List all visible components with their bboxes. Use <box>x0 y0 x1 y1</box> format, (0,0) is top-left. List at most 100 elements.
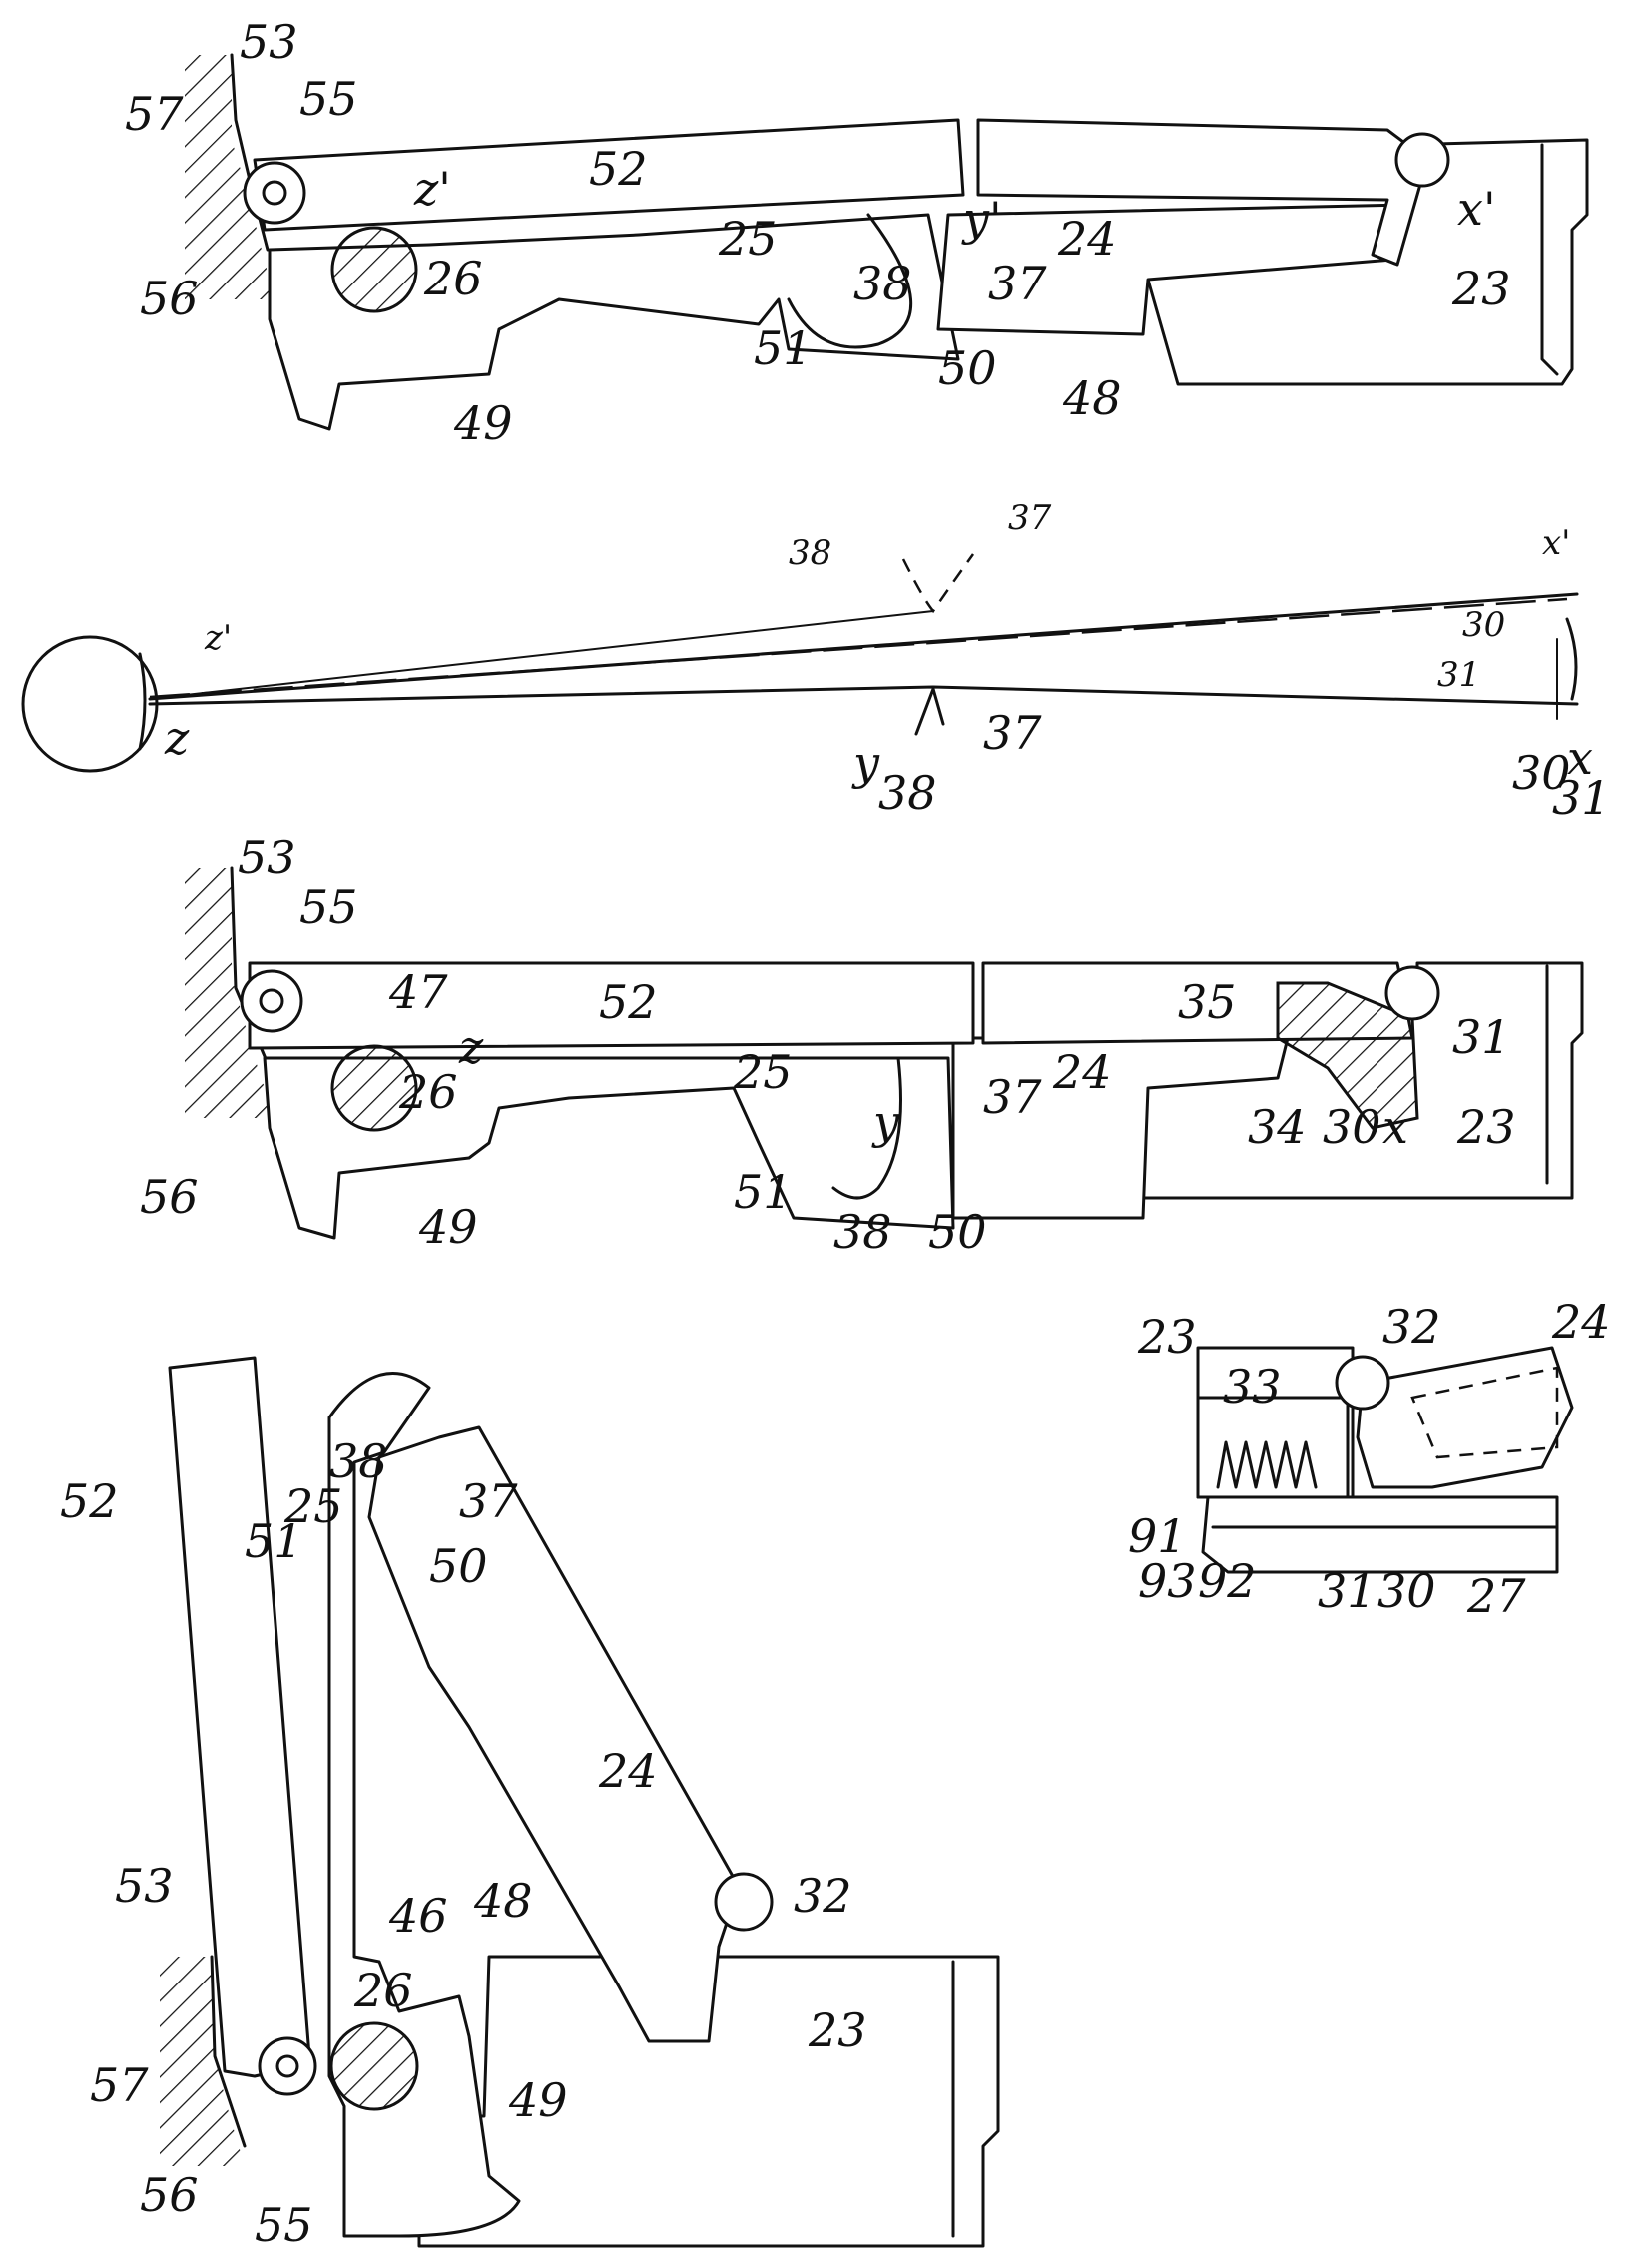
label-48: 48 <box>1062 371 1122 425</box>
label-27: 27 <box>1466 1569 1526 1623</box>
label-51: 51 <box>734 1165 793 1219</box>
label-30-bottom: 30 <box>1512 746 1571 800</box>
part-24 <box>367 1425 741 2043</box>
label-31: 31 <box>1452 1010 1511 1064</box>
part-25 <box>327 1372 521 2238</box>
figure-1: 53 57 55 52 z' 26 56 25 38 y' 24 x' 37 2… <box>125 15 1589 450</box>
label-93: 93 <box>1138 1554 1197 1608</box>
label-31-top: 31 <box>1437 655 1480 695</box>
label-32: 32 <box>1382 1300 1441 1354</box>
label-53: 53 <box>115 1859 174 1913</box>
label-51: 51 <box>245 1514 303 1568</box>
pivot-x <box>1384 965 1440 1021</box>
label-55: 55 <box>299 72 358 126</box>
label-23: 23 <box>1137 1310 1197 1364</box>
label-31: 31 <box>1318 1564 1377 1618</box>
label-33: 33 <box>1223 1360 1282 1414</box>
label-y1: y' <box>961 192 1002 246</box>
label-57: 57 <box>125 87 184 141</box>
label-53: 53 <box>238 831 296 884</box>
label-24: 24 <box>1057 212 1117 266</box>
spring-housing <box>1196 1396 1350 1499</box>
label-53: 53 <box>240 15 298 69</box>
label-37-bottom: 37 <box>983 706 1042 760</box>
label-56: 56 <box>140 2168 199 2222</box>
label-52: 52 <box>589 142 648 196</box>
label-50: 50 <box>938 341 997 395</box>
label-57: 57 <box>90 2058 149 2112</box>
pivot-x1 <box>1394 132 1450 188</box>
spring-93 <box>1216 1440 1318 1489</box>
label-x: x <box>1567 731 1593 785</box>
figure-2: 38 37 x' z' 30 31 z y 38 37 30 x 31 <box>21 498 1611 825</box>
pivot-circle <box>21 635 159 773</box>
label-26: 26 <box>423 252 483 305</box>
label-31-bottom: 31 <box>1552 771 1611 825</box>
label-50: 50 <box>429 1539 488 1593</box>
label-51: 51 <box>754 321 813 375</box>
part-25 <box>263 1056 955 1240</box>
label-26: 26 <box>353 1964 413 2017</box>
label-26: 26 <box>398 1065 458 1119</box>
label-56: 56 <box>140 272 199 325</box>
wall-hatched <box>185 55 275 299</box>
label-52: 52 <box>599 975 658 1029</box>
label-48: 48 <box>473 1874 533 1928</box>
figure-4: 23 32 24 33 91 93 92 31 30 27 <box>1128 1295 1611 1623</box>
part-24 <box>1356 1346 1574 1489</box>
label-y: y <box>871 1095 900 1149</box>
label-23: 23 <box>1451 262 1511 315</box>
label-35: 35 <box>1178 975 1237 1029</box>
label-92: 92 <box>1198 1554 1257 1608</box>
label-38: 38 <box>853 257 912 310</box>
label-49: 49 <box>508 2073 568 2127</box>
label-49: 49 <box>418 1200 478 1254</box>
pivot-32 <box>1335 1355 1390 1411</box>
label-25: 25 <box>733 1045 793 1099</box>
label-50: 50 <box>928 1205 987 1259</box>
wall-hatched <box>160 1957 245 2166</box>
label-52: 52 <box>60 1474 119 1528</box>
label-y: y <box>851 736 880 790</box>
label-23: 23 <box>808 2003 867 2057</box>
label-x1: x' <box>1542 523 1571 563</box>
label-24: 24 <box>598 1744 658 1798</box>
label-z: z <box>164 711 190 765</box>
label-z1: z' <box>413 162 451 216</box>
label-32: 32 <box>794 1869 852 1923</box>
label-z1: z' <box>204 618 232 658</box>
label-x1: x' <box>1457 182 1496 236</box>
shaft-26 <box>329 2021 419 2111</box>
label-91: 91 <box>1128 1509 1187 1563</box>
label-49: 49 <box>453 396 513 450</box>
label-30: 30 <box>1377 1564 1436 1618</box>
figure-3: 53 55 47 52 z 35 31 25 24 26 y 37 56 34 … <box>140 831 1584 1259</box>
label-46: 46 <box>388 1889 448 1943</box>
part-25 <box>268 213 960 431</box>
wall-hatched <box>185 868 275 1118</box>
label-37: 37 <box>1008 498 1052 538</box>
label-37: 37 <box>988 257 1047 310</box>
label-25: 25 <box>718 212 778 266</box>
link-52b <box>976 118 1429 267</box>
label-55: 55 <box>299 880 358 934</box>
label-37: 37 <box>983 1070 1042 1124</box>
shaft-26 <box>330 1044 418 1132</box>
label-24: 24 <box>1551 1295 1611 1349</box>
label-47: 47 <box>388 965 448 1019</box>
label-38: 38 <box>329 1434 388 1488</box>
label-38-bottom: 38 <box>878 766 937 820</box>
label-38: 38 <box>833 1205 892 1259</box>
hatched-35 <box>1276 981 1419 1130</box>
label-30-top: 30 <box>1462 605 1505 645</box>
label-25: 25 <box>283 1479 343 1533</box>
label-23: 23 <box>1456 1100 1516 1154</box>
part-27 <box>1201 1495 1559 1574</box>
label-55: 55 <box>255 2198 313 2252</box>
label-24: 24 <box>1052 1045 1112 1099</box>
label-56: 56 <box>140 1170 199 1224</box>
label-38: 38 <box>789 533 831 573</box>
pivot-32 <box>714 1872 774 1932</box>
label-37: 37 <box>459 1474 518 1528</box>
